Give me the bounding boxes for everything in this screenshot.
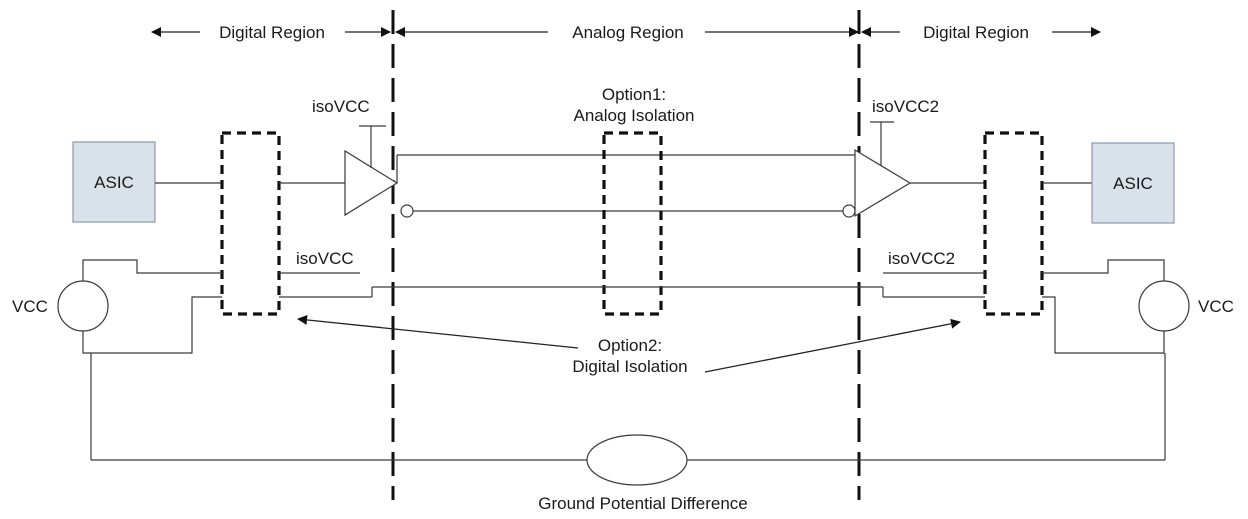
right-inverting-bubble xyxy=(842,204,856,218)
option2-arrow-right xyxy=(704,318,961,373)
region-header: Digital Region Analog Region Digital Reg… xyxy=(151,23,1101,42)
left-digital-isolator xyxy=(220,131,281,316)
option2-title: Option2: xyxy=(598,336,662,355)
right-vcc-label: VCC xyxy=(1198,297,1234,316)
option2-subtitle: Digital Isolation xyxy=(572,357,687,376)
ground-potential-difference-element xyxy=(586,434,688,486)
center-region-label: Analog Region xyxy=(572,23,684,42)
right-receiver-triangle xyxy=(854,148,912,218)
left-vcc-label: VCC xyxy=(12,297,48,316)
left-vcc-source xyxy=(57,280,109,332)
iso-vcc-left-top-label: isoVCC xyxy=(312,97,370,116)
right-vcc-bottom-wire xyxy=(1042,296,1165,354)
right-vcc-source xyxy=(1138,280,1190,332)
ground-potential-label: Ground Potential Difference xyxy=(538,494,747,513)
option1-title: Option1: xyxy=(602,85,666,104)
right-asic-label: ASIC xyxy=(1113,174,1153,193)
left-region-label: Digital Region xyxy=(219,23,325,42)
iso-vcc-left-mid-label: isoVCC xyxy=(296,249,354,268)
left-vcc-top-wire xyxy=(82,259,222,281)
left-inverting-bubble xyxy=(400,204,414,218)
right-vcc-top-wire xyxy=(1042,259,1165,281)
option1-subtitle: Analog Isolation xyxy=(574,106,695,125)
right-region-label: Digital Region xyxy=(923,23,1029,42)
iso-vcc-right-mid-label: isoVCC2 xyxy=(888,249,955,268)
right-digital-isolator xyxy=(983,131,1044,316)
right-asic-block: ASIC xyxy=(1091,142,1175,224)
left-asic-box xyxy=(72,141,156,223)
right-asic-box xyxy=(1091,142,1175,224)
option2-arrow-left xyxy=(297,314,579,349)
left-asic-block: ASIC xyxy=(72,141,156,223)
iso-vcc-right-top-label: isoVCC2 xyxy=(872,97,939,116)
left-asic-label: ASIC xyxy=(94,173,134,192)
left-vcc-bottom-wire xyxy=(82,296,222,354)
